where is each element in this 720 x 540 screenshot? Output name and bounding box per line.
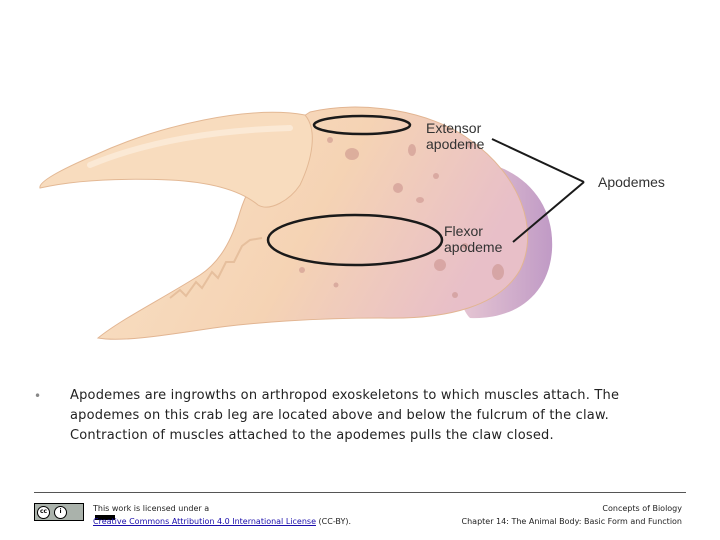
license-prefix: This work is licensed under a (93, 504, 210, 513)
cc-logo-icon: cc (37, 505, 50, 519)
extensor-label-line2: apodeme (426, 136, 485, 152)
bullet-text: Apodemes are ingrowths on arthropod exos… (70, 388, 620, 443)
extensor-label-line1: Extensor (426, 120, 482, 136)
footer-divider (34, 492, 686, 493)
extensor-apodeme-outline (312, 114, 412, 136)
attribution-person-icon: i (54, 505, 67, 519)
flexor-label-line2: apodeme (444, 239, 503, 255)
course-title: Concepts of Biology (602, 504, 682, 513)
cc-by-license-badge: cc i (34, 503, 115, 521)
claw-spots (299, 137, 504, 298)
chapter-title: Chapter 14: The Animal Body: Basic Form … (461, 517, 682, 526)
bullet-paragraph: • Apodemes are ingrowths on arthropod ex… (34, 386, 634, 446)
dactyl-highlight (87, 125, 293, 168)
license-notice: This work is licensed under a Creative C… (93, 502, 351, 528)
fixed-finger-teeth (169, 237, 263, 299)
apodemes-label: Apodemes (598, 174, 665, 190)
license-link[interactable]: Creative Commons Attribution 4.0 Interna… (93, 517, 316, 526)
license-line: Creative Commons Attribution 4.0 Interna… (93, 515, 351, 528)
claw-dactyl (39, 111, 313, 208)
bullet-symbol: • (34, 389, 42, 403)
extensor-connector-line (491, 138, 585, 183)
badge-strip (95, 515, 115, 520)
flexor-label-line1: Flexor (444, 223, 483, 239)
license-suffix: (CC-BY). (315, 517, 352, 526)
flexor-apodeme-outline (266, 213, 444, 267)
crab-claw-diagram: Extensor apodeme Flexor apodeme Apodemes (39, 106, 665, 340)
course-info: Concepts of Biology Chapter 14: The Anim… (462, 502, 682, 528)
flexor-connector-line (512, 181, 585, 243)
